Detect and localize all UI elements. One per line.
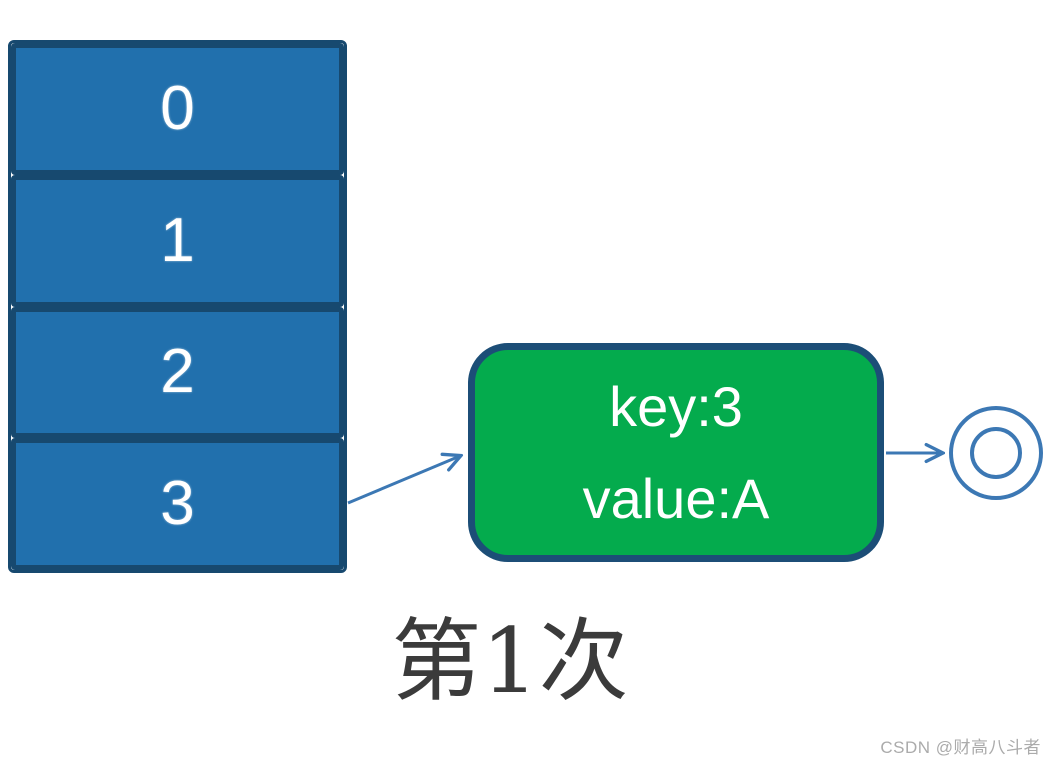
array-cell-2-label: 2 — [160, 337, 195, 407]
array-cell-3: 3 — [11, 438, 344, 570]
array-cell-2: 2 — [11, 306, 344, 439]
array-cell-0: 0 — [11, 43, 344, 175]
bucket-array: 0 1 2 3 — [8, 40, 347, 573]
caption: 第1次 — [391, 609, 629, 714]
entry-node: key:3 value:A — [468, 343, 884, 562]
array-cell-1: 1 — [11, 174, 344, 307]
entry-node-value: value:A — [582, 466, 770, 530]
end-state-double-circle-icon — [949, 406, 1043, 500]
array-cell-3-label: 3 — [160, 469, 195, 539]
entry-node-key: key:3 — [609, 374, 743, 438]
array-cell-1-label: 1 — [160, 205, 195, 275]
watermark: CSDN @财高八斗者 — [880, 738, 1041, 757]
arrow-icon — [347, 456, 460, 505]
array-cell-0-label: 0 — [160, 73, 195, 143]
